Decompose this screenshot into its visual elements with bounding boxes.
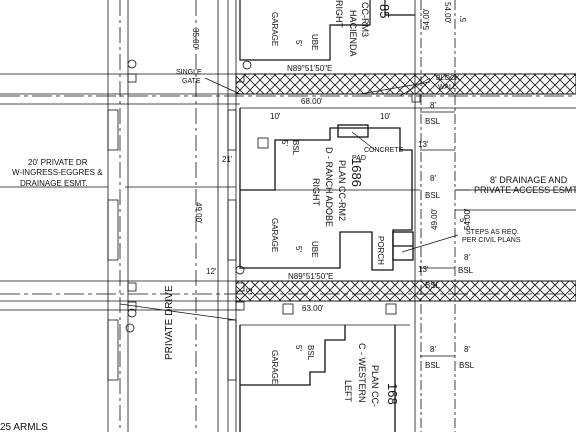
dim-5-bsl: 5' bbox=[280, 140, 289, 146]
dim-21: 21' bbox=[222, 155, 233, 164]
steps-note-2: PER CIVIL PLANS bbox=[462, 237, 521, 244]
dim-10-right: 10' bbox=[380, 112, 391, 121]
dim-8-e: 8' bbox=[464, 345, 470, 354]
block-wall-bottom bbox=[235, 280, 576, 302]
dim-5-low2: 5' bbox=[294, 345, 303, 351]
dim-63: 63.00' bbox=[302, 304, 324, 313]
concrete-pad-1: CONCRETE bbox=[364, 147, 404, 154]
bsl-d: BSL bbox=[425, 281, 441, 290]
bsl-low: BSL bbox=[306, 345, 315, 361]
dim-8-b: 8' bbox=[430, 174, 436, 183]
porch-label: PORCH bbox=[376, 236, 385, 265]
bearing-top: N89°51'50"E bbox=[287, 64, 332, 73]
plan-low-1: PLAN CC- bbox=[370, 365, 380, 407]
dim-54-mid: 54.00' bbox=[463, 208, 472, 230]
block-wall-top bbox=[235, 73, 576, 95]
bsl-mid-rotated: BSL bbox=[291, 140, 300, 156]
steps-note-1: STEPS AS REQ. bbox=[466, 229, 519, 236]
dim-8-d: 8' bbox=[430, 345, 436, 354]
single-gate-label-1: SINGLE bbox=[176, 69, 202, 76]
garage-top-label: GARAGE bbox=[270, 12, 279, 46]
dim-8-a: 8' bbox=[430, 101, 436, 110]
plan-main-1: PLAN CC-RM2 bbox=[337, 160, 347, 221]
dim-5-top: 5' bbox=[294, 40, 303, 46]
single-gate-label-2: GATE bbox=[182, 78, 201, 85]
utility-markers bbox=[125, 59, 421, 333]
garage-low-label: GARAGE bbox=[270, 350, 279, 384]
dim-5-mid: 5' bbox=[294, 246, 303, 252]
leader-lines bbox=[0, 77, 576, 357]
private-dr-label-2: W-INGRESS-EGGRES & bbox=[12, 168, 103, 177]
lot-number-low: 168 bbox=[385, 383, 400, 405]
private-drive-label: PRIVATE DRIVE bbox=[164, 285, 175, 360]
private-dr-label-1: 20' PRIVATE DR bbox=[28, 158, 88, 167]
bsl-f: BSL bbox=[459, 361, 475, 370]
dim-10-left: 10' bbox=[270, 112, 281, 121]
block-wall-label-1: BLOCK bbox=[436, 75, 460, 82]
dim-49-left: 49.00' bbox=[194, 202, 203, 224]
dim-68: 68.00' bbox=[301, 97, 323, 106]
dim-35: 35.00' bbox=[191, 28, 200, 50]
drainage-label-2: PRIVATE ACCESS ESMT bbox=[474, 185, 576, 195]
dim-13-a: 13' bbox=[418, 140, 429, 149]
dim-49-right: 49.00' bbox=[430, 208, 439, 230]
bsl-b: BSL bbox=[425, 191, 441, 200]
plan-top-3: RIGHT bbox=[334, 0, 344, 29]
plan-low-3: LEFT bbox=[343, 380, 353, 403]
dim-54-top: 54.00' bbox=[422, 8, 431, 30]
drive-lines bbox=[107, 0, 456, 432]
block-wall-label-2: WALL bbox=[438, 84, 457, 91]
plan-top-1: CC-RM3 bbox=[360, 2, 370, 37]
concrete-pad-2: PAD bbox=[352, 155, 366, 162]
bsl-a: BSL bbox=[425, 117, 441, 126]
dim-5-right-mid: 5' bbox=[458, 218, 467, 224]
ube-top: UBE bbox=[310, 34, 319, 50]
private-dr-label-3: DRAINAGE ESMT. bbox=[20, 179, 88, 188]
plan-main-2: D - RANCH ADOBE bbox=[324, 147, 334, 227]
bsl-e: BSL bbox=[425, 361, 441, 370]
dim-54-right-top: 54.00' bbox=[443, 2, 452, 24]
wall-segments bbox=[107, 109, 237, 381]
house-top-outline bbox=[239, 0, 415, 61]
dim-8-c: 8' bbox=[464, 253, 470, 262]
plan-main-3: RIGHT bbox=[311, 178, 321, 207]
bsl-c: BSL bbox=[458, 266, 474, 275]
house-main-outline bbox=[239, 108, 414, 271]
lot-number-main: 1686 bbox=[349, 158, 364, 187]
house-low-outline bbox=[239, 325, 396, 432]
garage-mid-label: GARAGE bbox=[270, 218, 279, 252]
plan-low-2: C - WESTERN bbox=[357, 343, 367, 403]
drainage-label-1: 8' DRAINAGE AND bbox=[490, 175, 568, 185]
ube-mid: UBE bbox=[310, 241, 319, 257]
dim-5-low: 5' bbox=[244, 288, 253, 294]
dim-5-right: 5' bbox=[459, 16, 468, 22]
plan-top-2: HACIENDA bbox=[348, 10, 358, 57]
dim-13-b: 13' bbox=[418, 265, 429, 274]
footer-watermark: 25 ARMLS bbox=[0, 422, 48, 432]
lot-number-top: 85 bbox=[377, 4, 392, 18]
bearing-mid: N89°51'50"E bbox=[288, 272, 333, 281]
dim-12: 12' bbox=[206, 267, 217, 276]
